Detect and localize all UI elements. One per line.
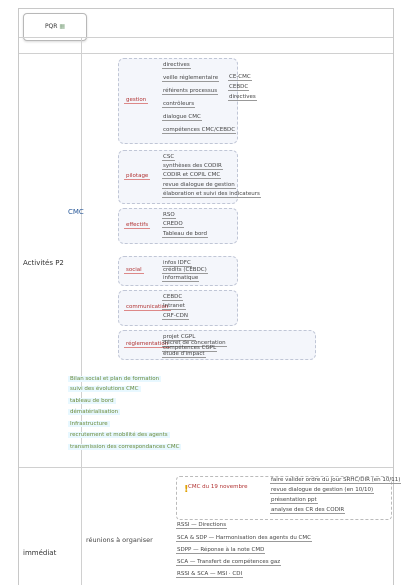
reunion-item[interactable]: SDPP — Réponse à la note CMD [176, 547, 266, 554]
green-item[interactable]: transmission des correspondances CMC [68, 444, 182, 450]
reunions-node[interactable]: réunions à organiser [86, 536, 153, 544]
section-leaf[interactable]: crédits (CEBDC) [162, 267, 208, 275]
reunion-item[interactable]: RSSI — Directions [176, 522, 228, 529]
section-box [118, 330, 316, 360]
alert-item[interactable]: revue dialogue de gestion (en 10/10) [270, 487, 375, 494]
section-leaf[interactable]: CODIR et COPIL CMC [162, 172, 222, 180]
alert-item[interactable]: présentation ppt [270, 497, 318, 504]
reunion-item[interactable]: SCA — Transfert de compétences gaz [176, 559, 282, 566]
section-leaf[interactable]: compétences CGPL [162, 345, 218, 352]
section-leaf[interactable]: décret de concertation [162, 339, 227, 347]
header-divider [19, 37, 393, 38]
section-parent[interactable]: pilotage [124, 173, 151, 180]
section-leaf[interactable]: étude d'impact [162, 350, 206, 358]
tab-icon: ▦ [59, 23, 66, 30]
section-leaf[interactable]: CREDO [162, 221, 184, 229]
section-leaf[interactable]: contrôleurs [162, 101, 196, 108]
section-leaf[interactable]: RSO [162, 212, 176, 219]
section-parent[interactable]: réglementation [124, 341, 171, 348]
tab-label: PQR [44, 23, 58, 30]
section-leaf[interactable]: Intranet [162, 303, 186, 311]
alert-item[interactable]: analyse des CR des CODIR [270, 507, 346, 514]
section-box [118, 256, 238, 286]
green-item[interactable]: Bilan social et plan de formation [68, 376, 162, 382]
section-subleaf[interactable]: CE-CMC [228, 74, 252, 81]
header-divider-2 [19, 53, 393, 54]
section-leaf[interactable]: CEBDC [162, 294, 184, 301]
section-parent[interactable]: social [124, 267, 144, 274]
section-leaf[interactable]: synthèses des CODIR [162, 163, 223, 171]
reunion-item[interactable]: RSSI & SCA — MSI · CDI [176, 571, 244, 578]
exclamation-icon: ! [184, 484, 189, 495]
section-leaf[interactable]: Tableau de bord [162, 230, 208, 238]
section-leaf[interactable]: référents processus [162, 88, 219, 95]
row-label-immediat: immédiat [23, 549, 57, 557]
section-subleaf[interactable]: CEBDC [228, 84, 250, 91]
column-divider [81, 37, 82, 585]
section-box [118, 150, 238, 204]
alert-item[interactable]: faire valider ordre du jour SRHC/DIR (en… [270, 477, 402, 484]
section-parent[interactable]: gestion [124, 97, 149, 104]
row-label-activites: Activités P2 [23, 259, 64, 267]
green-item[interactable]: suivi des évolutions CMC [68, 386, 141, 392]
section-leaf[interactable]: projet CGPL [162, 334, 197, 341]
green-item[interactable]: dématérialisation [68, 409, 121, 415]
green-item[interactable]: recrutement et mobilité des agents [68, 432, 170, 438]
section-leaf[interactable]: CSC [162, 154, 176, 161]
section-leaf[interactable]: informatique [162, 274, 200, 282]
section-leaf[interactable]: revue dialogue de gestion [162, 181, 236, 189]
section-subleaf[interactable]: directives [228, 94, 257, 101]
green-item[interactable]: tableau de bord [68, 398, 116, 404]
section-box [118, 208, 238, 244]
row-divider [19, 467, 393, 468]
section-parent[interactable]: effectifs [124, 222, 151, 229]
reunion-item[interactable]: SCA & SDP — Harmonisation des agents du … [176, 535, 312, 542]
section-leaf[interactable]: infos IDFC [162, 260, 192, 267]
cmc-node[interactable]: CMC [68, 208, 84, 216]
section-leaf[interactable]: CRF-CDN [162, 312, 189, 320]
alert-node[interactable]: CMC du 19 novembre [188, 484, 248, 490]
section-box [118, 58, 238, 144]
section-leaf[interactable]: veille réglementaire [162, 75, 220, 82]
section-leaf[interactable]: dialogue CMC [162, 114, 202, 121]
section-parent[interactable]: communication [124, 304, 171, 311]
section-leaf[interactable]: directives [162, 62, 191, 69]
green-item[interactable]: Infrastructure [68, 421, 110, 427]
section-leaf[interactable]: compétences CMC/CEBDC [162, 127, 237, 134]
map-tab[interactable]: PQR ▦ [23, 13, 87, 41]
section-box [118, 290, 238, 326]
section-leaf[interactable]: élaboration et suivi des indicateurs [162, 190, 261, 198]
